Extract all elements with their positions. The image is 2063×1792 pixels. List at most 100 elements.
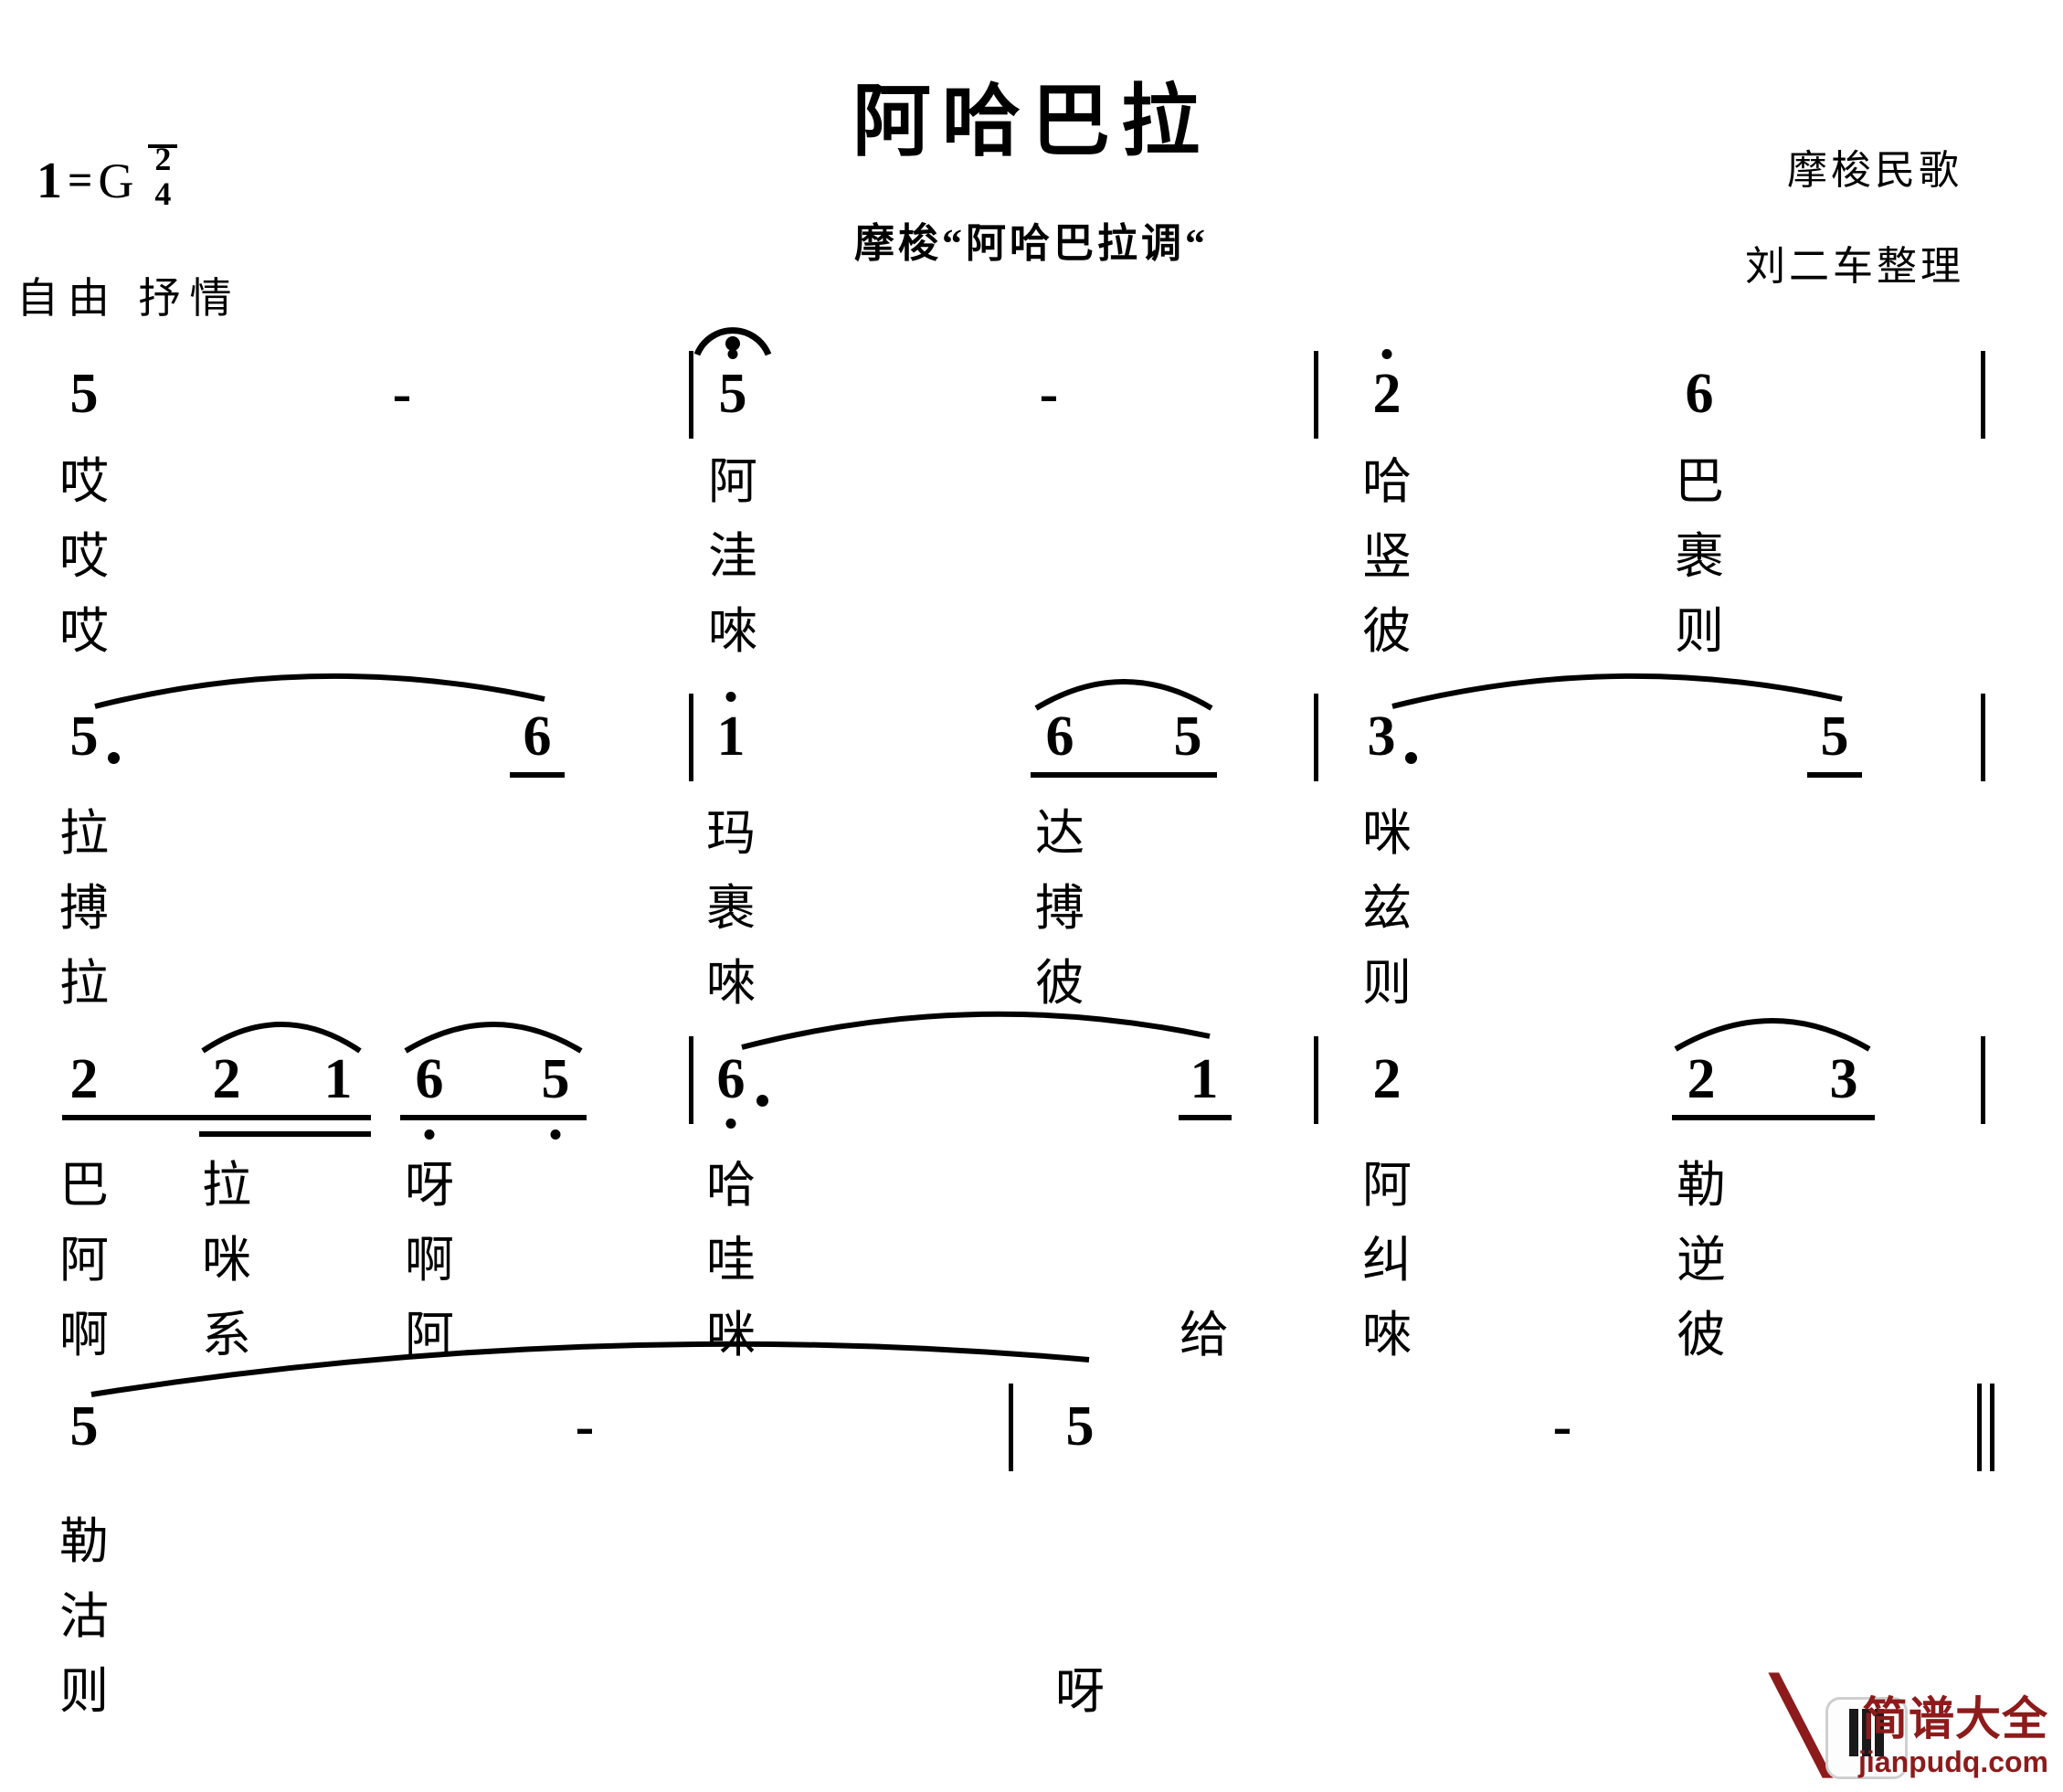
lyric-v3: 系: [202, 1308, 251, 1363]
lyric-v3: 则: [59, 1664, 109, 1719]
lyric-v3: 唻: [708, 604, 757, 659]
final-barline: [1977, 1384, 1997, 1471]
octave-dot-low-r3-4: [424, 1129, 435, 1140]
lyric-v2: 哇: [706, 1233, 756, 1288]
lyric-v2: 裹: [1675, 529, 1724, 584]
lyric-v1: 咪: [1362, 806, 1412, 861]
beam-r2-2: [1031, 772, 1217, 778]
octave-dot-high-r2-3: [725, 692, 736, 702]
lyric-v2: 裹: [706, 881, 756, 936]
sustain-dash-r1-1: -: [392, 363, 412, 425]
note-r3-4: 6: [415, 1048, 444, 1110]
site-watermark[interactable]: ╲ 简谱大全 jianpudq.com: [1774, 1662, 2048, 1781]
lyric-v2: 哎: [59, 529, 109, 584]
lyric-v1: 哎: [59, 454, 109, 509]
sustain-dash-r1-2: -: [1039, 363, 1059, 425]
lyric-v2: 沽: [59, 1589, 109, 1644]
lyric-v2: 搏: [1035, 881, 1084, 936]
note-r3-2: 2: [212, 1048, 241, 1110]
lyric-v1: 达: [1035, 806, 1084, 861]
lyric-v3: 唻: [706, 956, 756, 1011]
note-r2-3: 1: [716, 705, 746, 768]
lyric-v3: 啊: [59, 1308, 109, 1363]
barline-r1-2: [1314, 351, 1318, 439]
barline-r2-2: [1314, 694, 1318, 781]
beam-r3-1: [62, 1115, 371, 1120]
credit-arranger: 刘二车整理: [1745, 244, 1964, 289]
beam-r2-1: [510, 772, 565, 778]
beam-r3-1b: [199, 1131, 371, 1137]
barline-r4-1: [1009, 1384, 1013, 1471]
lyric-v1: 勒: [1677, 1158, 1726, 1213]
lyric-v3: 唻: [1362, 1308, 1412, 1363]
note-r3-7: 1: [1190, 1048, 1219, 1110]
lyric-v3: 彼: [1362, 604, 1412, 659]
note-r2-4: 6: [1045, 705, 1074, 768]
time-signature-rule: [148, 144, 178, 148]
lyric-v1: 拉: [59, 806, 109, 861]
barline-r2-1: [689, 694, 693, 781]
music-system-4: 5 - 5 - 勒 沽 则 呀: [0, 1341, 2063, 1716]
note-r4-2: 5: [1065, 1395, 1095, 1458]
key-letter: G: [98, 153, 134, 208]
lyric-v3: 彼: [1035, 956, 1084, 1011]
slur-r3-3: [738, 994, 1213, 1051]
beam-r2-3: [1807, 772, 1862, 778]
augmentation-dot-r2-2: [1405, 752, 1417, 764]
lyric-v2: 洼: [708, 529, 757, 584]
lyric-v1: 勒: [59, 1514, 109, 1569]
music-system-2: 5 6 1 6 5 3 5 拉 搏 拉 玛 裹 唻 达 搏 彼 咪: [0, 673, 2063, 1008]
lyric-v2: 啊: [405, 1233, 454, 1288]
beam-r3-3: [1179, 1115, 1232, 1120]
fermata-icon: [693, 313, 772, 356]
note-r2-7: 5: [1820, 705, 1849, 768]
lyric-v2: 搏: [59, 881, 109, 936]
note-r1-4: 6: [1685, 363, 1714, 425]
watermark-url: jianpudq.com: [1858, 1745, 2048, 1778]
time-numerator: 2: [154, 141, 172, 177]
lyric-v3: 呀: [1055, 1664, 1105, 1719]
lyric-v1: 阿: [1362, 1158, 1412, 1213]
beam-r3-2: [400, 1115, 587, 1120]
key-equals-sign: =: [68, 156, 93, 206]
piano-keys-icon: [1825, 1697, 1908, 1779]
note-r3-3: 1: [323, 1048, 353, 1110]
note-r2-2: 6: [523, 705, 552, 768]
key-do-numeral: 1: [37, 152, 62, 209]
lyric-v3: 拉: [59, 956, 109, 1011]
note-r3-1: 2: [69, 1048, 99, 1110]
lyric-v2: 阿: [59, 1233, 109, 1288]
lyric-v1: 拉: [202, 1158, 251, 1213]
barline-r1-1: [689, 351, 693, 439]
slur-r2-1: [91, 655, 548, 710]
note-r4-1: 5: [69, 1395, 99, 1458]
note-r1-3: 2: [1372, 363, 1402, 425]
lyric-v2: 逆: [1677, 1233, 1726, 1288]
lyric-v2: 纠: [1362, 1233, 1412, 1288]
lyric-v3: 哎: [59, 604, 109, 659]
tempo-expression: 自由 抒情: [16, 275, 241, 322]
lyric-v2: 咪: [202, 1233, 251, 1288]
note-r3-8: 2: [1372, 1048, 1402, 1110]
note-r1-1: 5: [69, 363, 99, 425]
page-subtitle: 摩梭“阿哈巴拉调“: [854, 221, 1209, 266]
barline-r3-1: [689, 1036, 693, 1124]
lyric-v1: 呀: [405, 1158, 454, 1213]
octave-dot-high-r1-2: [727, 349, 738, 359]
barline-r2-3: [1981, 694, 1985, 781]
barline-r3-3: [1981, 1036, 1985, 1124]
watermark-brand: 简谱大全: [1862, 1693, 2048, 1744]
slur-r3-1: [199, 1003, 364, 1055]
lyric-v2: 竖: [1362, 529, 1412, 584]
logo-mark-icon: ╲: [1774, 1677, 1827, 1775]
octave-dot-low-r3-5: [550, 1129, 561, 1140]
lyric-v1: 哈: [1362, 454, 1412, 509]
barline-r3-2: [1314, 1036, 1318, 1124]
lyric-v1: 哈: [706, 1158, 756, 1213]
sustain-dash-r4-2: -: [1552, 1395, 1572, 1458]
note-r3-5: 5: [541, 1048, 570, 1110]
lyric-v1: 玛: [706, 806, 756, 861]
note-r3-9: 2: [1687, 1048, 1716, 1110]
lyric-v1: 巴: [59, 1158, 109, 1213]
